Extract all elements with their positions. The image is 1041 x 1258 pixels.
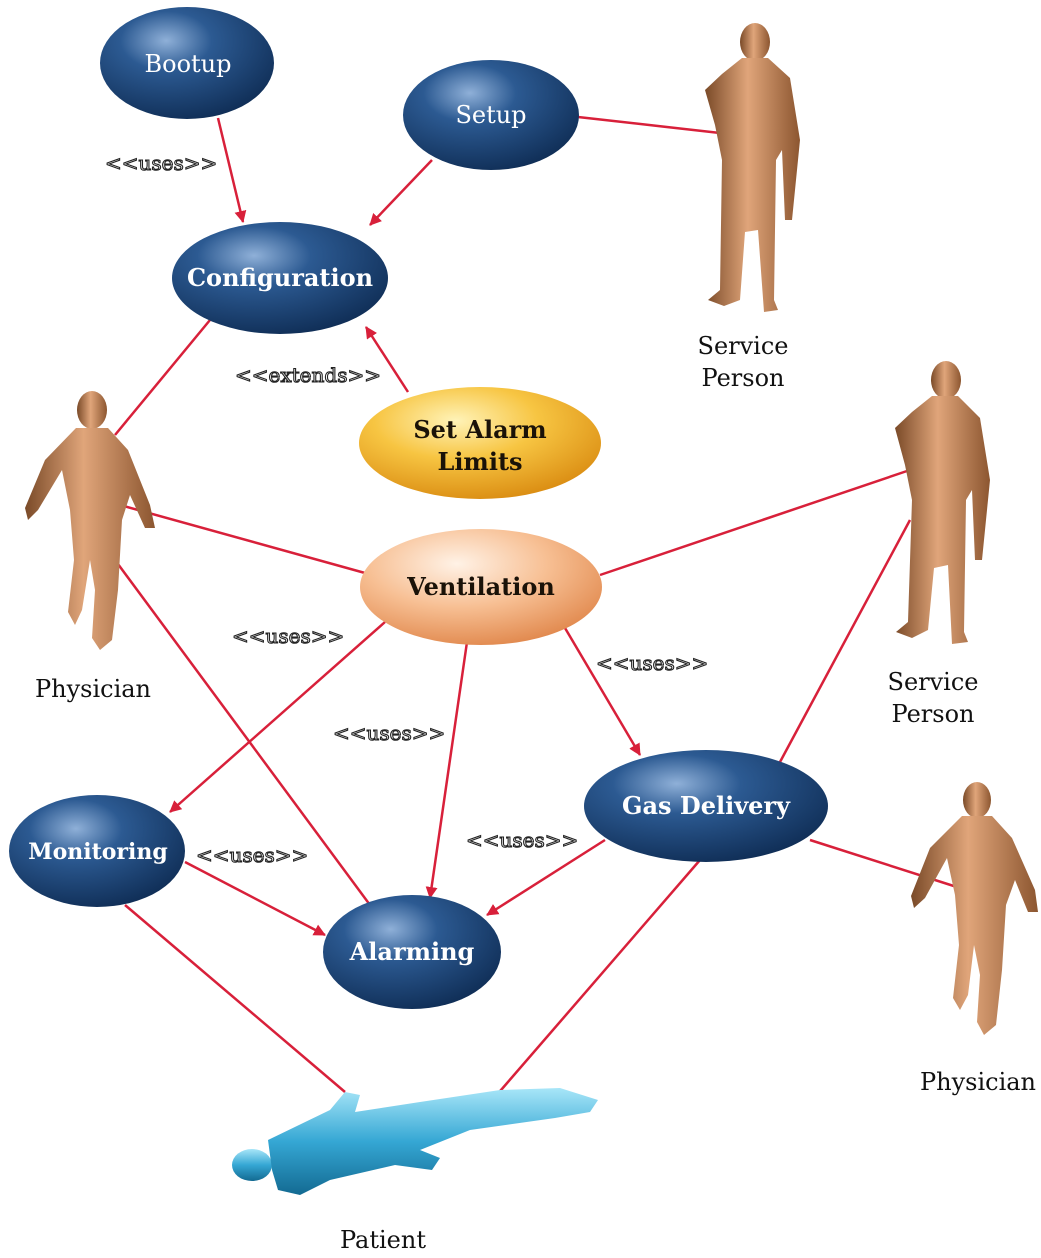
label-uses-monitoring-alarming: <<uses>> [196, 843, 308, 867]
use-case-bootup: Bootup [100, 7, 274, 119]
use-case-monitoring-label: Monitoring [28, 839, 168, 865]
use-case-ventilation: Ventilation [360, 529, 602, 645]
use-case-setup: Setup [403, 60, 579, 170]
label-uses-alarming: <<uses>> [333, 721, 445, 745]
assoc-ventilation-service-person [600, 470, 910, 575]
arrow-ventilation-monitoring [170, 622, 385, 812]
use-case-set-alarm-limits-line-1: Set Alarm [413, 415, 546, 444]
person-figure-icon [25, 391, 155, 650]
actor-physician-right: Physician [911, 782, 1038, 1096]
actor-service-person-right-label-1: Service [888, 668, 979, 696]
arrow-setup-configuration [370, 160, 432, 225]
actor-physician-right-label: Physician [920, 1068, 1036, 1096]
actor-physician-left: Physician [25, 391, 155, 703]
use-case-gas-delivery-label: Gas Delivery [622, 791, 791, 820]
actor-patient: Patient [232, 1088, 598, 1254]
use-case-ventilation-label: Ventilation [406, 572, 555, 601]
label-uses-gas-alarming: <<uses>> [466, 828, 578, 852]
use-case-configuration-label: Configuration [187, 263, 373, 292]
actor-service-person-top: Service Person [698, 23, 801, 392]
person-figure-icon [911, 782, 1038, 1035]
actor-patient-label: Patient [340, 1226, 426, 1254]
assoc-monitoring-patient [125, 905, 345, 1092]
arrow-ventilation-alarming [430, 642, 467, 898]
label-uses-bootup: <<uses>> [105, 151, 217, 175]
person-figure-icon [705, 23, 800, 312]
actor-physician-left-label: Physician [35, 675, 151, 703]
assoc-setup-service-person [578, 117, 720, 133]
use-case-setup-label: Setup [455, 101, 526, 129]
use-case-set-alarm-limits: Set Alarm Limits [359, 387, 601, 499]
label-uses-monitoring: <<uses>> [232, 624, 344, 648]
actor-service-person-right-label-2: Person [892, 700, 975, 728]
person-figure-icon [895, 361, 990, 644]
arrow-monitoring-alarming [185, 862, 325, 935]
assoc-configuration-physician [115, 320, 210, 435]
assoc-gas-delivery-patient [495, 860, 700, 1097]
patient-figure-icon [232, 1088, 598, 1195]
use-case-monitoring: Monitoring [9, 795, 185, 907]
label-extends: <<extends>> [235, 363, 381, 387]
use-case-alarming-label: Alarming [349, 937, 475, 966]
use-case-configuration: Configuration [172, 222, 388, 334]
use-case-gas-delivery: Gas Delivery [584, 750, 828, 862]
actor-service-person-top-label-2: Person [702, 364, 785, 392]
assoc-gas-delivery-service-person [780, 520, 910, 762]
arrow-bootup-configuration [218, 118, 243, 222]
use-case-alarming: Alarming [323, 895, 501, 1009]
label-uses-gas-delivery: <<uses>> [596, 651, 708, 675]
assoc-physician-ventilation [120, 505, 365, 573]
arrow-ventilation-gas-delivery [565, 628, 640, 755]
use-case-bootup-label: Bootup [145, 50, 232, 78]
actor-service-person-right: Service Person [888, 361, 991, 728]
use-case-set-alarm-limits-line-2: Limits [437, 447, 522, 476]
actor-service-person-top-label-1: Service [698, 332, 789, 360]
